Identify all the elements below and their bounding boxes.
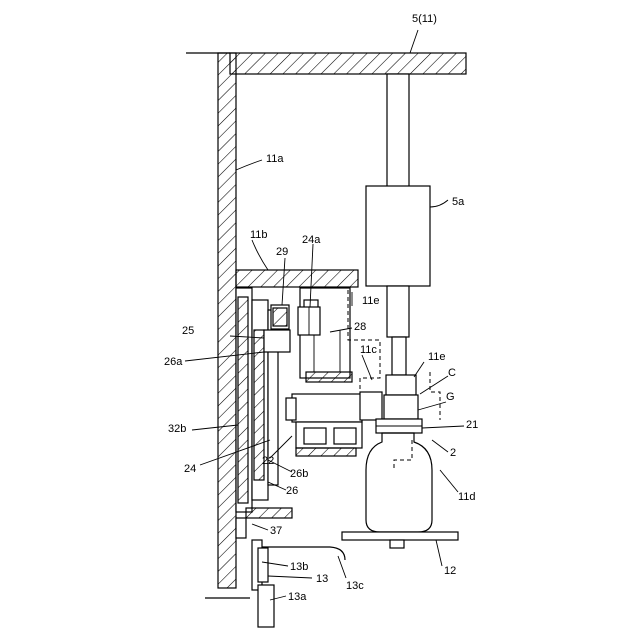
actuator-rod-upper	[387, 74, 409, 187]
label-26a: 26a	[164, 356, 183, 368]
label-5-11: 5(11)	[412, 13, 437, 25]
label-32b: 32b	[168, 423, 186, 435]
label-21: 21	[466, 419, 478, 431]
mechanism-13	[252, 540, 345, 627]
label-37: 37	[270, 525, 282, 537]
actuator-cylinder	[366, 186, 430, 286]
label-11e-top: 11e	[362, 295, 380, 307]
label-11b: 11b	[250, 229, 268, 241]
label-g: G	[446, 391, 455, 403]
label-24: 24	[184, 463, 196, 475]
table-12	[342, 532, 458, 548]
label-13b: 13b	[290, 561, 308, 573]
label-26: 26	[286, 485, 298, 497]
actuator-rod-lower	[387, 286, 409, 337]
label-28: 28	[354, 321, 366, 333]
label-29: 29	[276, 246, 288, 258]
label-11e-mid: 11e	[428, 351, 446, 363]
label-5a: 5a	[452, 196, 465, 208]
label-26b: 26b	[290, 468, 308, 480]
label-24a: 24a	[302, 234, 321, 246]
label-11a: 11a	[266, 153, 284, 165]
actuator-assembly	[366, 74, 430, 375]
bottle	[366, 433, 432, 532]
label-13: 13	[316, 573, 328, 585]
carriage	[286, 394, 362, 456]
label-2: 2	[450, 447, 456, 459]
label-11c: 11c	[360, 344, 377, 356]
bracket-11b	[236, 270, 358, 287]
label-13c: 13c	[346, 580, 364, 592]
label-12: 12	[444, 565, 456, 577]
actuator-rod-tip	[392, 337, 406, 375]
label-22: 22	[262, 455, 274, 467]
label-13a: 13a	[288, 591, 307, 603]
gripper-head	[360, 375, 422, 433]
label-25: 25	[182, 325, 194, 337]
label-c: C	[448, 367, 456, 379]
label-11d: 11d	[458, 491, 476, 503]
